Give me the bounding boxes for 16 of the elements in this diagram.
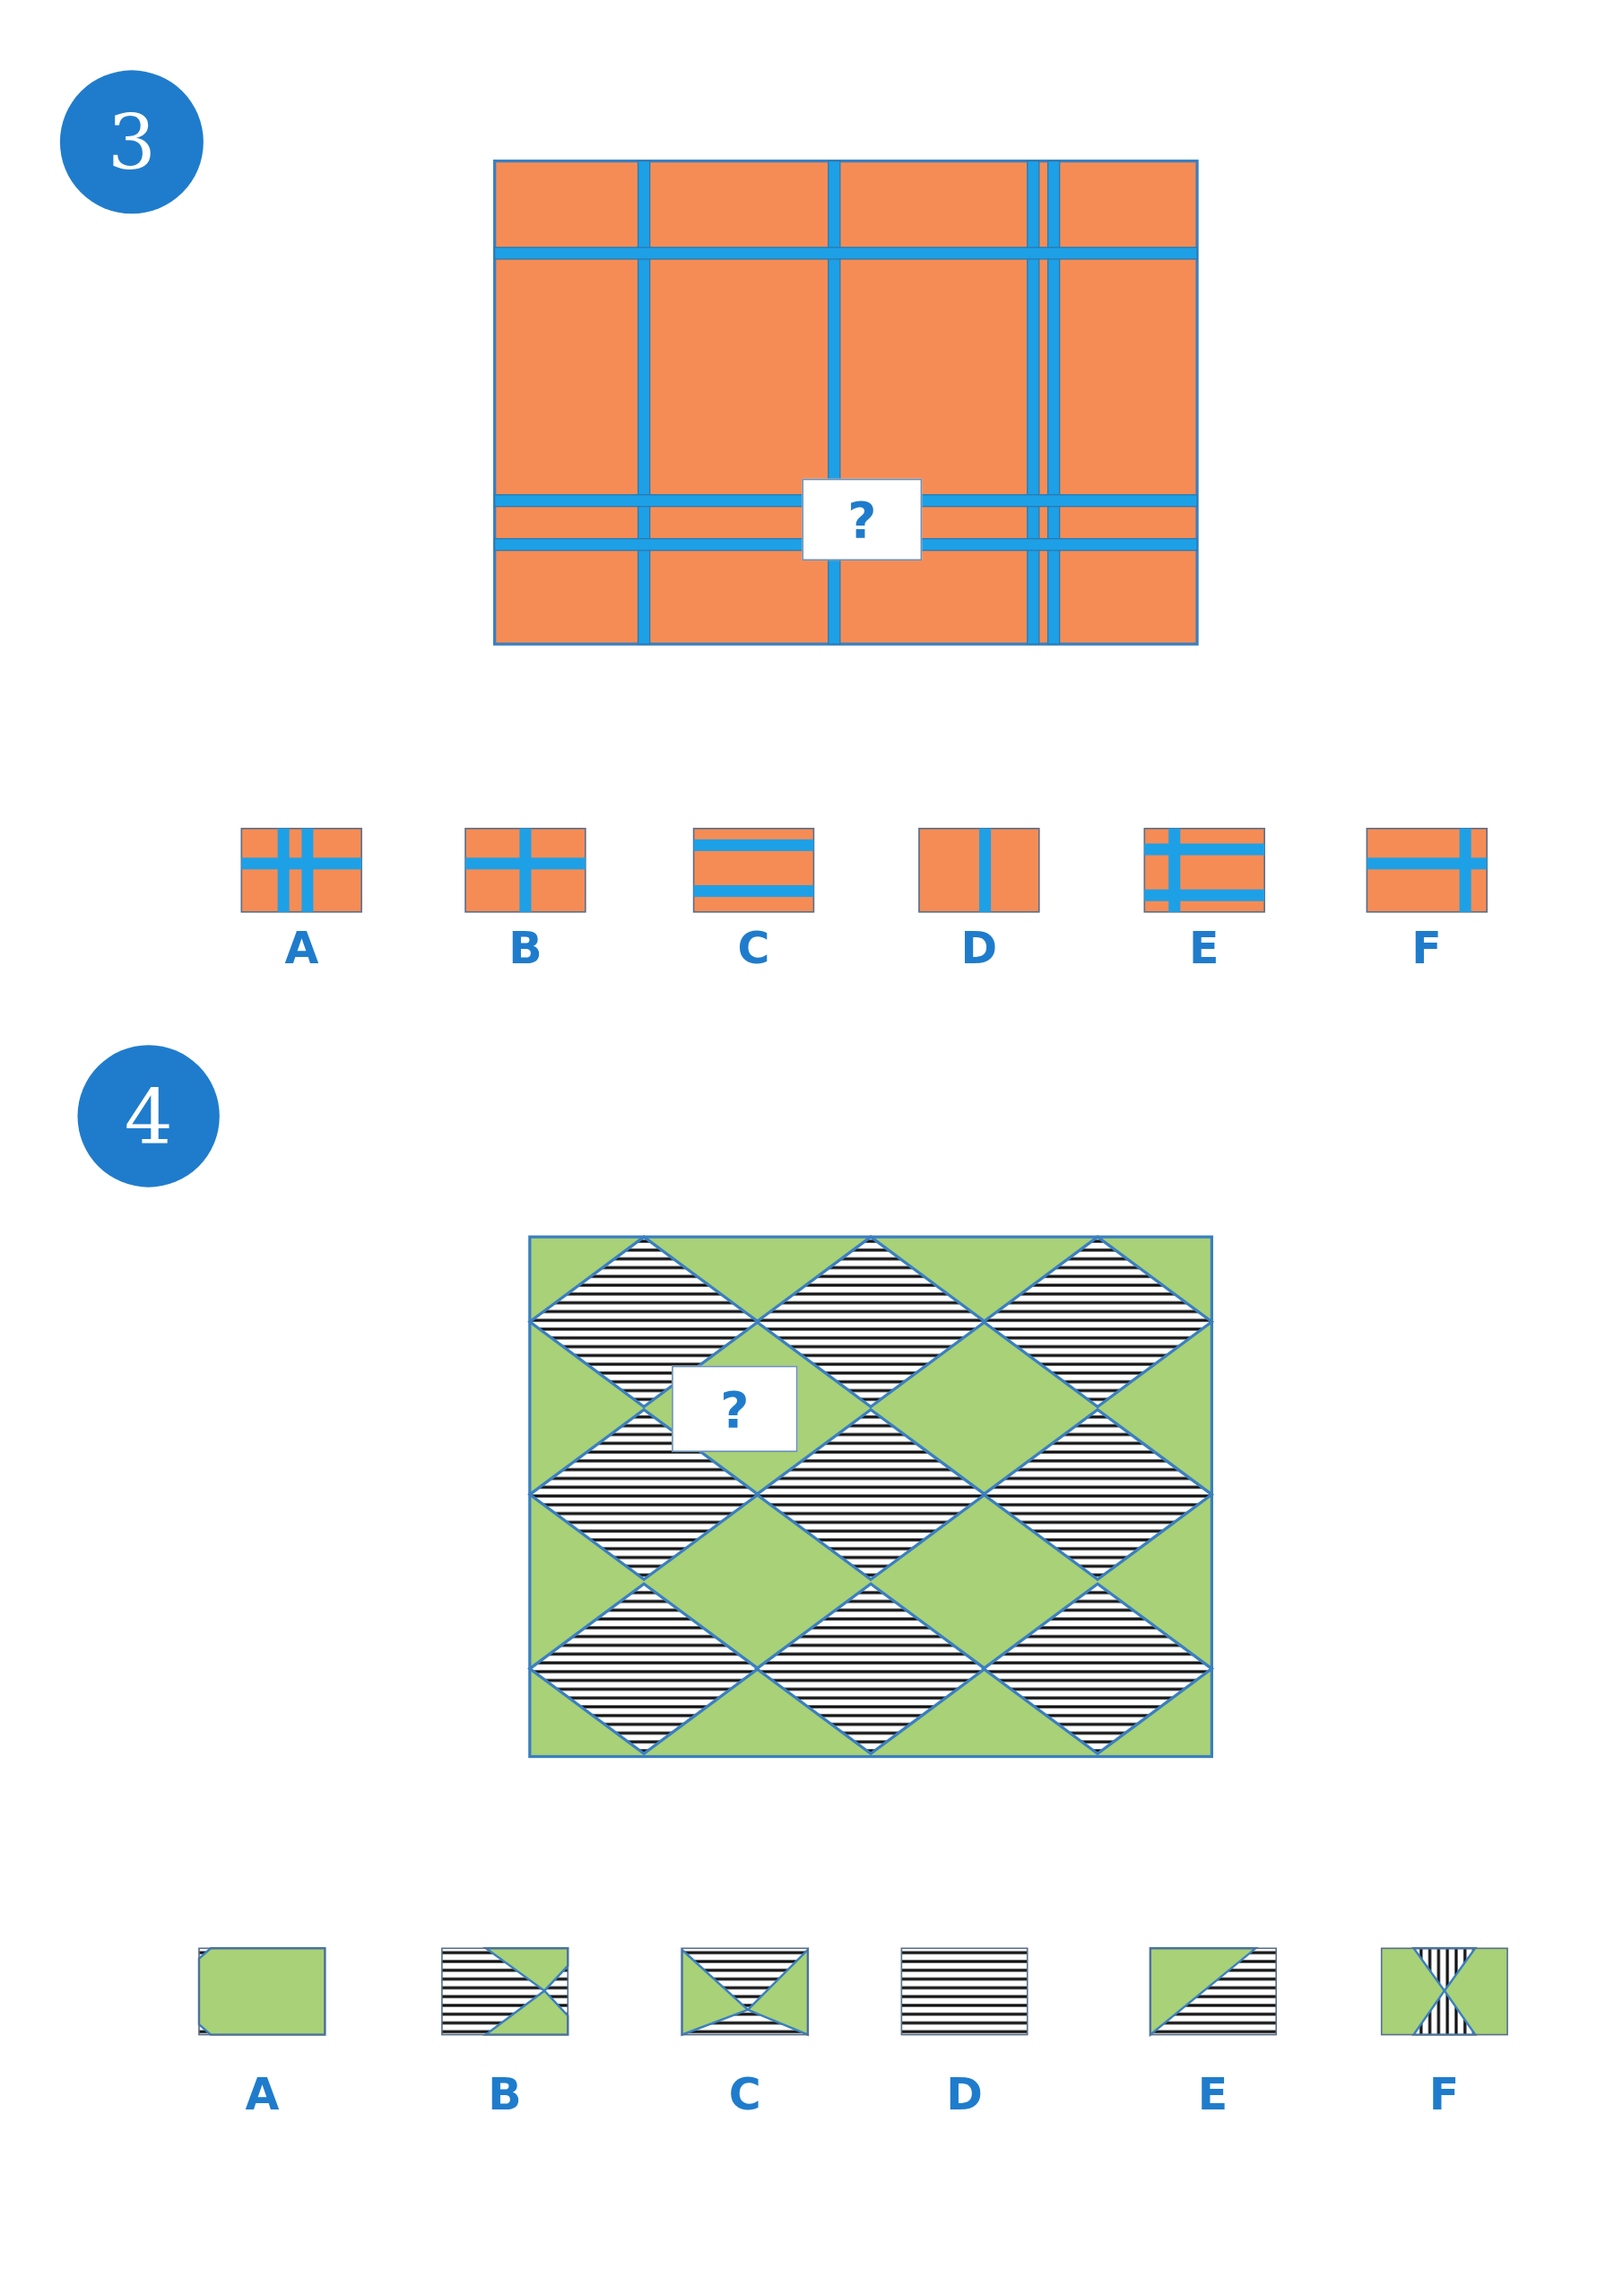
option-letter: B bbox=[508, 922, 542, 974]
question-box: ? bbox=[672, 1365, 798, 1453]
option-letter: C bbox=[728, 2068, 761, 2120]
option-letter: A bbox=[245, 2068, 280, 2120]
question-box: ? bbox=[802, 478, 923, 561]
option-letter: B bbox=[488, 2068, 522, 2120]
number-badge: 4 bbox=[77, 1045, 220, 1187]
option-letter: D bbox=[960, 922, 998, 974]
option-letter: A bbox=[284, 922, 319, 974]
number-badge: 3 bbox=[59, 70, 204, 214]
option-letter: F bbox=[1428, 2068, 1460, 2120]
option-letter: E bbox=[1197, 2068, 1228, 2120]
option-letter: F bbox=[1411, 922, 1442, 974]
option-letter: C bbox=[737, 922, 770, 974]
option-letter: E bbox=[1189, 922, 1219, 974]
option-letter: D bbox=[946, 2068, 983, 2120]
